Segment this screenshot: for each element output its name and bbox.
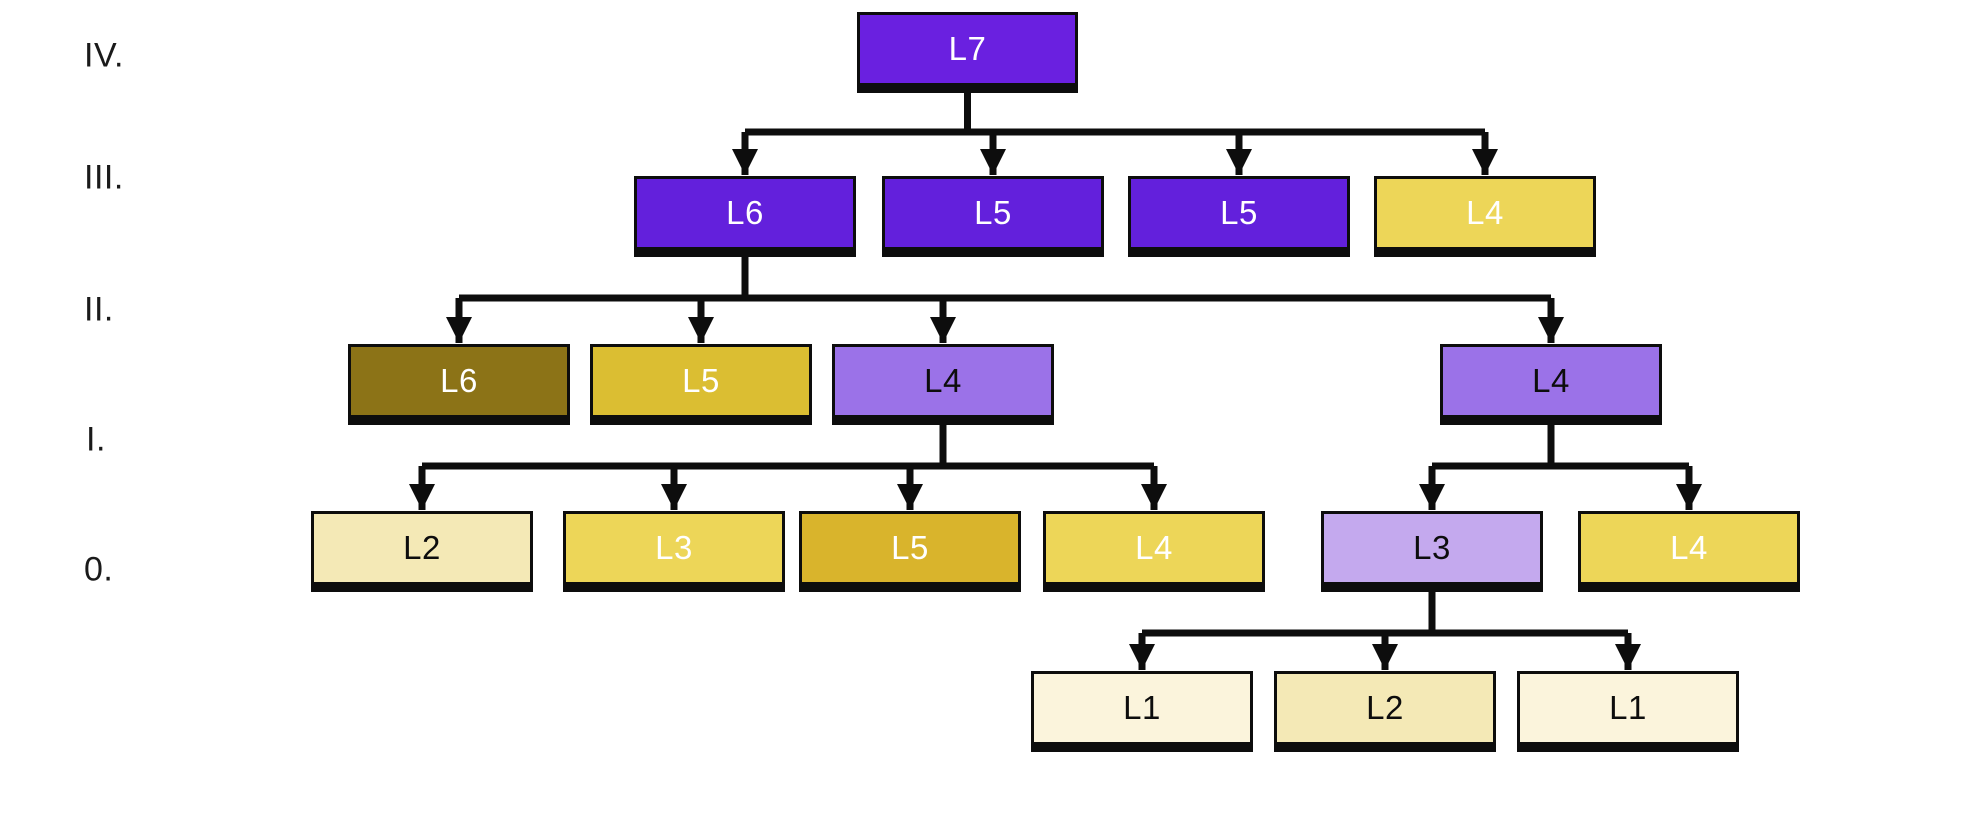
tree-node-n0-l2[interactable]: L2 <box>1274 671 1496 745</box>
row-label-ii: II. <box>84 290 114 329</box>
edge-arrowhead <box>732 149 758 175</box>
tree-node-n0-l1b[interactable]: L1 <box>1517 671 1739 745</box>
tree-node-n2-l5[interactable]: L5 <box>590 344 812 418</box>
tree-node-n3-l5b[interactable]: L5 <box>1128 176 1350 250</box>
tree-node-n3-l6[interactable]: L6 <box>634 176 856 250</box>
edge-group-n2-l4a <box>409 425 1167 510</box>
edge-arrowhead <box>688 317 714 343</box>
tree-node-n1-l4b[interactable]: L4 <box>1578 511 1800 585</box>
tree-node-label: L4 <box>1532 362 1570 399</box>
tree-node-n1-l3[interactable]: L3 <box>563 511 785 585</box>
edge-arrowhead <box>1372 644 1398 670</box>
edge-arrowhead <box>1538 317 1564 343</box>
tree-node-label: L1 <box>1609 689 1647 726</box>
tree-node-label: L4 <box>1670 529 1708 566</box>
tree-node-label: L6 <box>440 362 478 399</box>
edge-arrowhead <box>930 317 956 343</box>
tree-node-n1-l3b[interactable]: L3 <box>1321 511 1543 585</box>
tree-node-label: L3 <box>1413 529 1451 566</box>
tree-node-label: L1 <box>1123 689 1161 726</box>
edge-arrowhead <box>1226 149 1252 175</box>
edge-arrowhead <box>980 149 1006 175</box>
tree-node-n3-l5a[interactable]: L5 <box>882 176 1104 250</box>
row-label-iii: III. <box>84 158 124 197</box>
tree-node-n-l7[interactable]: L7 <box>857 12 1078 86</box>
edge-arrowhead <box>1141 484 1167 510</box>
edge-arrowhead <box>1472 149 1498 175</box>
tree-node-n0-l1a[interactable]: L1 <box>1031 671 1253 745</box>
edge-arrowhead <box>409 484 435 510</box>
edge-arrowhead <box>1129 644 1155 670</box>
tree-node-n2-l4b[interactable]: L4 <box>1440 344 1662 418</box>
edge-arrowhead <box>1615 644 1641 670</box>
row-label-i: I. <box>86 420 106 459</box>
tree-node-label: L4 <box>1466 194 1504 231</box>
edge-arrowhead <box>446 317 472 343</box>
tree-node-label: L3 <box>655 529 693 566</box>
row-label-0: 0. <box>84 550 114 589</box>
edge-arrowhead <box>1419 484 1445 510</box>
tree-node-label: L5 <box>891 529 929 566</box>
edge-group-n-l7 <box>732 93 1498 175</box>
tree-node-n1-l4a[interactable]: L4 <box>1043 511 1265 585</box>
tree-node-label: L7 <box>948 30 987 67</box>
tree-node-label: L2 <box>1366 689 1404 726</box>
edge-arrowhead <box>661 484 687 510</box>
edge-arrowhead <box>897 484 923 510</box>
tree-node-label: L5 <box>1220 194 1258 231</box>
tree-node-n3-l4[interactable]: L4 <box>1374 176 1596 250</box>
tree-node-label: L4 <box>1135 529 1173 566</box>
tree-node-label: L2 <box>403 529 441 566</box>
edge-group-n3-l6 <box>446 257 1564 343</box>
tree-node-label: L5 <box>974 194 1012 231</box>
tree-node-n2-l4a[interactable]: L4 <box>832 344 1054 418</box>
tree-node-label: L5 <box>682 362 720 399</box>
tree-node-n2-l6[interactable]: L6 <box>348 344 570 418</box>
edge-group-n1-l3b <box>1129 592 1641 670</box>
tree-node-label: L4 <box>924 362 962 399</box>
tree-node-n1-l2[interactable]: L2 <box>311 511 533 585</box>
row-label-iv: IV. <box>84 36 124 75</box>
edge-arrowhead <box>1676 484 1702 510</box>
edge-group-n2-l4b <box>1419 425 1702 510</box>
tree-node-n1-l5[interactable]: L5 <box>799 511 1021 585</box>
tree-node-label: L6 <box>726 194 764 231</box>
